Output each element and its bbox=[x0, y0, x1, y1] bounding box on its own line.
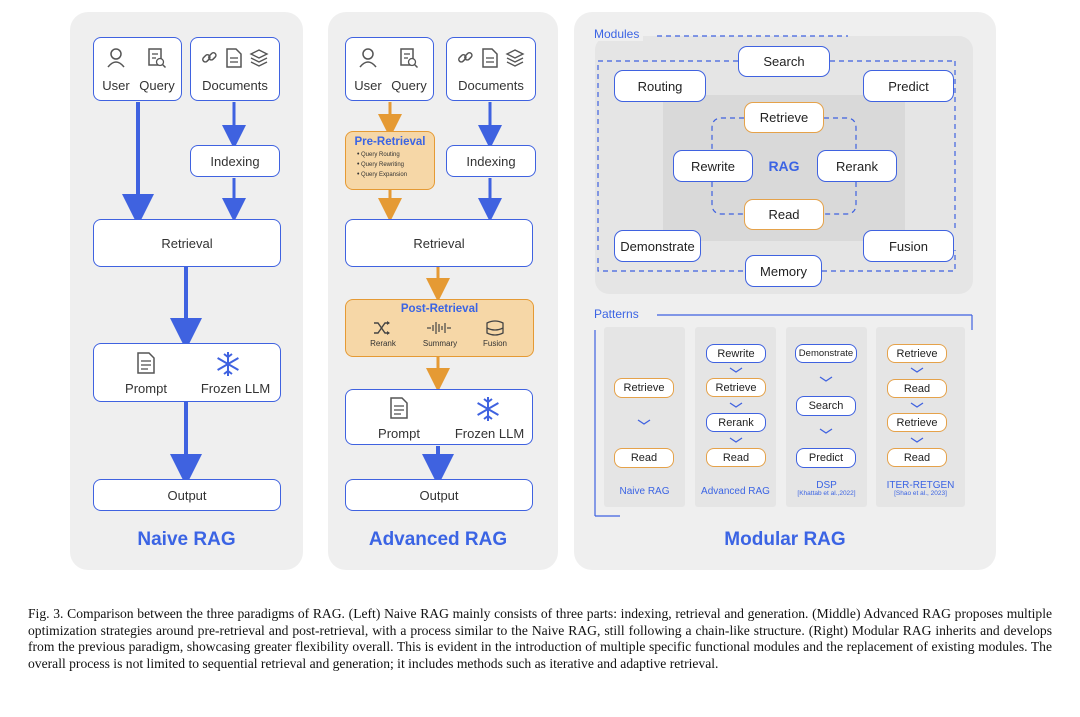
post-retrieval-title: Post-Retrieval bbox=[400, 303, 479, 315]
advanced-documents-box bbox=[446, 37, 536, 101]
pattern-naive-read: Read bbox=[614, 448, 674, 468]
link-icon bbox=[458, 52, 473, 63]
pattern-dsp-label: DSP bbox=[816, 480, 837, 491]
naive-frozen-llm-label: Frozen LLM bbox=[200, 381, 271, 396]
module-rerank: Rerank bbox=[817, 150, 897, 182]
pre-retrieval-box bbox=[345, 131, 435, 190]
layers-icon bbox=[249, 49, 269, 67]
naive-retrieval-box: Retrieval bbox=[93, 219, 281, 267]
pre-retrieval-item-3: Query Expansion bbox=[361, 172, 408, 178]
chevron-down-icon bbox=[729, 402, 743, 408]
naive-documents-label: Documents bbox=[202, 78, 268, 93]
module-demonstrate: Demonstrate bbox=[614, 230, 701, 262]
post-item-fusion: Fusion bbox=[482, 339, 507, 348]
post-item-rerank: Rerank bbox=[370, 339, 396, 348]
document-icon bbox=[226, 48, 242, 68]
naive-rag-title: Naive RAG bbox=[137, 529, 236, 550]
naive-documents-box bbox=[190, 37, 280, 101]
pattern-dsp-search: Search bbox=[796, 396, 856, 416]
chevron-down-icon bbox=[910, 367, 924, 373]
pre-retrieval-item-2: Query Rewriting bbox=[361, 162, 405, 168]
shuffle-icon bbox=[374, 321, 390, 335]
advanced-user-label: User bbox=[354, 78, 382, 93]
advanced-prompt-label: Prompt bbox=[378, 426, 420, 441]
query-icon bbox=[400, 48, 419, 69]
snowflake-icon bbox=[477, 397, 499, 421]
chevron-down-icon bbox=[819, 376, 833, 382]
advanced-documents-label: Documents bbox=[458, 78, 524, 93]
document-icon bbox=[482, 48, 498, 68]
chevron-down-icon bbox=[910, 402, 924, 408]
advanced-retrieval-box: Retrieval bbox=[345, 219, 533, 267]
pre-retrieval-bullets: ••• bbox=[357, 151, 360, 178]
prompt-icon bbox=[137, 352, 155, 374]
naive-generation-box bbox=[93, 343, 281, 402]
module-read: Read bbox=[744, 199, 824, 230]
fusion-icon bbox=[486, 320, 504, 336]
chevron-down-icon bbox=[729, 367, 743, 373]
pattern-dsp-demonstrate: Demonstrate bbox=[795, 344, 857, 363]
layers-icon bbox=[505, 49, 525, 67]
advanced-rag-title: Advanced RAG bbox=[368, 529, 508, 550]
pattern-naive-retrieve: Retrieve bbox=[614, 378, 674, 398]
modular-rag-title: Modular RAG bbox=[724, 529, 846, 550]
pattern-advanced-label: Advanced RAG bbox=[701, 486, 770, 497]
advanced-indexing-box: Indexing bbox=[446, 145, 536, 177]
pattern-iter-retrieve-2: Retrieve bbox=[887, 413, 947, 432]
chevron-down-icon bbox=[729, 437, 743, 443]
pattern-dsp-predict: Predict bbox=[796, 448, 856, 468]
module-fusion: Fusion bbox=[863, 230, 954, 262]
naive-indexing-box: Indexing bbox=[190, 145, 280, 177]
advanced-query-label: Query bbox=[391, 78, 427, 93]
link-icon bbox=[202, 52, 217, 63]
pattern-adv-rerank: Rerank bbox=[706, 413, 766, 432]
pattern-iter-read-1: Read bbox=[887, 379, 947, 398]
pattern-adv-retrieve: Retrieve bbox=[706, 378, 766, 397]
module-retrieve: Retrieve bbox=[744, 102, 824, 133]
pattern-iter-label: ITER-RETGEN bbox=[886, 480, 955, 491]
advanced-output-box: Output bbox=[345, 479, 533, 511]
query-icon bbox=[148, 48, 167, 69]
module-memory: Memory bbox=[745, 255, 822, 287]
pattern-iter-read-2: Read bbox=[887, 448, 947, 467]
naive-user-label: User bbox=[102, 78, 130, 93]
user-icon bbox=[359, 48, 377, 68]
prompt-icon bbox=[390, 397, 408, 419]
pattern-adv-read: Read bbox=[706, 448, 766, 467]
pattern-dsp-cite: [Khattab et al.,2022] bbox=[797, 490, 856, 497]
user-icon bbox=[107, 48, 125, 68]
module-rewrite: Rewrite bbox=[673, 150, 753, 182]
figure-caption: Fig. 3. Comparison between the three par… bbox=[28, 606, 1052, 671]
naive-query-label: Query bbox=[139, 78, 175, 93]
chevron-down-icon bbox=[819, 428, 833, 434]
chevron-down-icon bbox=[910, 437, 924, 443]
modules-label: Modules bbox=[594, 27, 644, 41]
pre-retrieval-title: Pre-Retrieval bbox=[354, 136, 426, 148]
advanced-frozen-llm-label: Frozen LLM bbox=[454, 426, 525, 441]
naive-output-box: Output bbox=[93, 479, 281, 511]
module-routing: Routing bbox=[614, 70, 706, 102]
naive-prompt-label: Prompt bbox=[125, 381, 167, 396]
patterns-label: Patterns bbox=[594, 307, 643, 321]
snowflake-icon bbox=[217, 352, 239, 376]
pattern-naive-col bbox=[604, 327, 685, 507]
post-item-summary: Summary bbox=[422, 339, 458, 348]
advanced-user-query-box bbox=[345, 37, 434, 101]
pattern-iter-cite: [Shao et al., 2023] bbox=[894, 490, 947, 497]
pattern-naive-label: Naive RAG bbox=[619, 486, 670, 497]
pattern-adv-rewrite: Rewrite bbox=[706, 344, 766, 363]
chevron-down-icon bbox=[637, 419, 651, 425]
module-search: Search bbox=[738, 46, 830, 77]
rag-core-label: RAG bbox=[768, 158, 800, 174]
pre-retrieval-item-1: Query Routing bbox=[361, 152, 400, 158]
naive-user-query-box bbox=[93, 37, 182, 101]
advanced-generation-box bbox=[345, 389, 533, 445]
waveform-icon bbox=[427, 322, 451, 334]
pattern-iter-retrieve-1: Retrieve bbox=[887, 344, 947, 363]
module-predict: Predict bbox=[863, 70, 954, 102]
